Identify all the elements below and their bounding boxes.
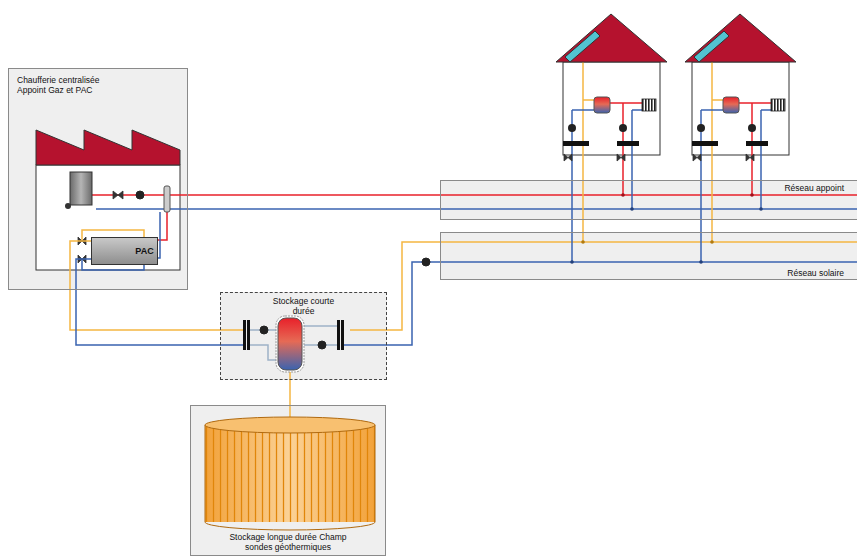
node-label: PAC <box>135 246 153 256</box>
pipe-connector <box>387 262 440 345</box>
borehole-field <box>205 425 375 522</box>
borehole-field <box>205 425 375 530</box>
house-illustration <box>610 102 642 104</box>
house-illustration <box>571 110 573 262</box>
short-storage-tank <box>318 341 326 349</box>
short-storage-tank <box>247 320 250 350</box>
pipe-connector <box>188 194 440 196</box>
house-illustration <box>581 240 585 244</box>
boiler-circuit <box>65 203 71 209</box>
factory-building <box>36 130 180 270</box>
house-illustration <box>621 193 625 197</box>
house-illustration <box>619 124 627 132</box>
text-holder: Réseau appoint <box>782 183 846 193</box>
short-storage-tank <box>337 320 340 350</box>
text-holder: Stockage courte durée <box>221 296 386 316</box>
factory-building <box>36 130 180 165</box>
boiler-circuit <box>96 208 188 210</box>
node-label: Réseau appoint <box>782 183 846 193</box>
house-illustration <box>563 141 589 146</box>
pipe-connector <box>289 380 291 405</box>
network-pipes <box>440 195 857 262</box>
house-illustration <box>685 14 796 264</box>
house-illustration <box>617 141 639 146</box>
short-storage-tank <box>278 318 302 370</box>
house-illustration <box>570 260 574 264</box>
house-illustration <box>563 62 660 155</box>
pipe-connector <box>387 242 440 330</box>
text-holder: Réseau solaire <box>785 268 846 278</box>
borehole-field <box>205 425 375 522</box>
region-ground <box>440 232 857 280</box>
short-storage-tank <box>260 326 268 334</box>
text-holder: Stockage longue durée Champ sondes géoth… <box>191 532 385 552</box>
node-label: Chaufferie centralisée Appoint Gaz et PA… <box>17 75 122 95</box>
region-ground <box>220 292 387 380</box>
house-illustration <box>572 109 594 111</box>
house-illustration <box>631 110 633 209</box>
pipe-connector <box>188 208 440 210</box>
house-illustration <box>568 124 576 132</box>
boiler-house: Chaufferie centralisée Appoint Gaz et PA… <box>8 68 188 290</box>
network-pipes <box>440 194 857 196</box>
house-illustration <box>622 103 624 195</box>
short-storage-tank <box>276 316 304 372</box>
network-pipes <box>440 208 857 210</box>
short-storage-tank <box>243 320 246 350</box>
short-storage-tank <box>220 316 387 380</box>
house-illustration <box>642 99 656 111</box>
house-illustration <box>583 99 594 101</box>
pipe-connector <box>76 259 220 345</box>
short-storage-tank <box>344 344 387 346</box>
house-illustration <box>594 97 610 113</box>
pump-symbol <box>422 258 430 266</box>
short-storage-tank <box>341 320 344 350</box>
house-illustration <box>564 154 625 161</box>
region-ground <box>8 68 188 290</box>
short-storage-box: Stockage courte durée <box>220 292 387 380</box>
long-storage-box: Stockage longue durée Champ sondes géoth… <box>190 405 386 556</box>
heat-pump-box: PAC <box>91 237 158 265</box>
network-band: Réseau appoint <box>440 180 857 220</box>
house-illustration <box>565 31 600 62</box>
house-illustration <box>572 40 642 262</box>
network-pipes <box>440 261 857 263</box>
house-illustration <box>630 207 634 211</box>
boiler-circuit <box>134 212 167 240</box>
text-holder: Chaufferie centralisée Appoint Gaz et PA… <box>17 75 122 95</box>
network-pipes <box>440 241 857 243</box>
boiler-circuit <box>70 172 92 205</box>
node-label: Réseau solaire <box>785 268 846 278</box>
factory-building <box>36 165 180 270</box>
short-storage-tank <box>350 329 387 331</box>
boiler-circuit <box>164 186 170 212</box>
network-band: Réseau solaire <box>440 232 857 280</box>
house-illustration <box>556 14 667 62</box>
short-storage-tank <box>220 344 243 346</box>
region-ground <box>440 180 857 220</box>
node-label: Stockage courte durée <box>273 296 335 316</box>
boiler-circuit <box>136 191 144 199</box>
borehole-field <box>205 417 375 433</box>
house-illustration <box>556 14 667 264</box>
region-ground <box>190 405 386 556</box>
text-holder: PAC <box>92 238 197 264</box>
node-label: Stockage longue durée Champ sondes géoth… <box>229 532 347 552</box>
short-storage-tank <box>220 329 243 331</box>
boiler-circuit <box>65 172 188 270</box>
house-illustration <box>632 109 642 111</box>
boiler-circuit <box>113 191 123 199</box>
borehole-field <box>205 405 375 530</box>
